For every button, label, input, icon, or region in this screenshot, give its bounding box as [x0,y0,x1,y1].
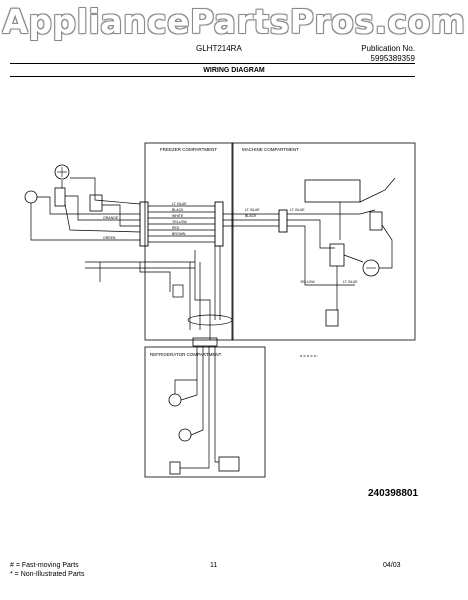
wire-label: BLACK [172,208,184,212]
refrigerator-compartment-label: REFRIGERATOR COMPARTMENT [150,352,222,357]
wire-label: BLACK [245,214,257,218]
publication-block: Publication No. 5995389359 [361,44,415,64]
wire-bundle-freezer [30,177,376,286]
footnote-fast-moving: # = Fast-moving Parts [10,562,79,569]
wire-bundle-machine [336,177,396,310]
defrost-heater-icon [54,187,66,207]
watermark: AppliancePartsPros.com [2,2,466,41]
wire-label: GREEN [103,236,116,240]
refrigerator-compartment-box [144,346,266,478]
freezer-mid-connector [214,201,224,247]
light-switch-icon [169,461,181,475]
ice-maker-plug-icon [89,194,103,212]
publication-date: 04/03 [383,562,401,569]
machine-connector [278,209,288,233]
wire-labels-freezer: LT. BLUE BLACK WHITE YELLOW RED BROWN OR… [103,202,187,240]
header-rule-top [10,63,415,64]
page-number: 11 [210,562,218,569]
page-title: WIRING DIAGRAM [203,67,265,74]
publication-number: 5995389359 [370,54,416,63]
wire-bundle-refrigerator [174,346,219,469]
damper-control-icon [168,393,182,407]
freezer-compartment-label: FREEZER COMPARTMENT [160,147,217,152]
diagram-part-number: 240398801 [368,488,418,499]
compressor-relay-icon [329,243,345,267]
wire-label: BROWN [172,232,186,236]
wire-label: ORANGE [103,216,119,220]
thermostat-circuit [85,246,221,340]
freezer-fan-icon [54,164,70,180]
harness-bundle-icon [187,314,233,326]
refrigerator-connector [192,337,218,347]
machine-compartment-box [231,142,416,341]
wire-label: LT. BLUE [172,202,187,206]
footnote-non-illustrated: * = Non-Illustrated Parts [10,571,85,578]
header-rule-bottom [10,76,415,77]
freezer-light-icon [24,190,38,204]
defrost-control-icon [304,179,361,203]
model-number: GLHT214RA [196,44,242,53]
wire-label: LT. BLUE [343,280,358,284]
publication-label: Publication No. [361,44,415,53]
cold-control-icon [218,456,240,472]
wire-label: LT. BLUE [290,208,305,212]
wire-label: RED [172,226,180,230]
wire-label: WHITE [172,214,184,218]
compressor-icon [325,309,339,327]
refrigerator-light-icon [178,428,192,442]
freezer-harness-connector [139,201,149,247]
service-cord-icon [369,211,383,231]
wire-labels-machine: LT. BLUE BLACK LT. BLUE YELLOW LT. BLUE [245,208,358,284]
machine-compartment-label: MACHINE COMPARTMENT [242,147,299,152]
wire-label: YELLOW [300,280,315,284]
freezer-compartment-box [144,142,234,341]
wire-label: YELLOW [172,220,187,224]
wire-label: LT. BLUE [245,208,260,212]
